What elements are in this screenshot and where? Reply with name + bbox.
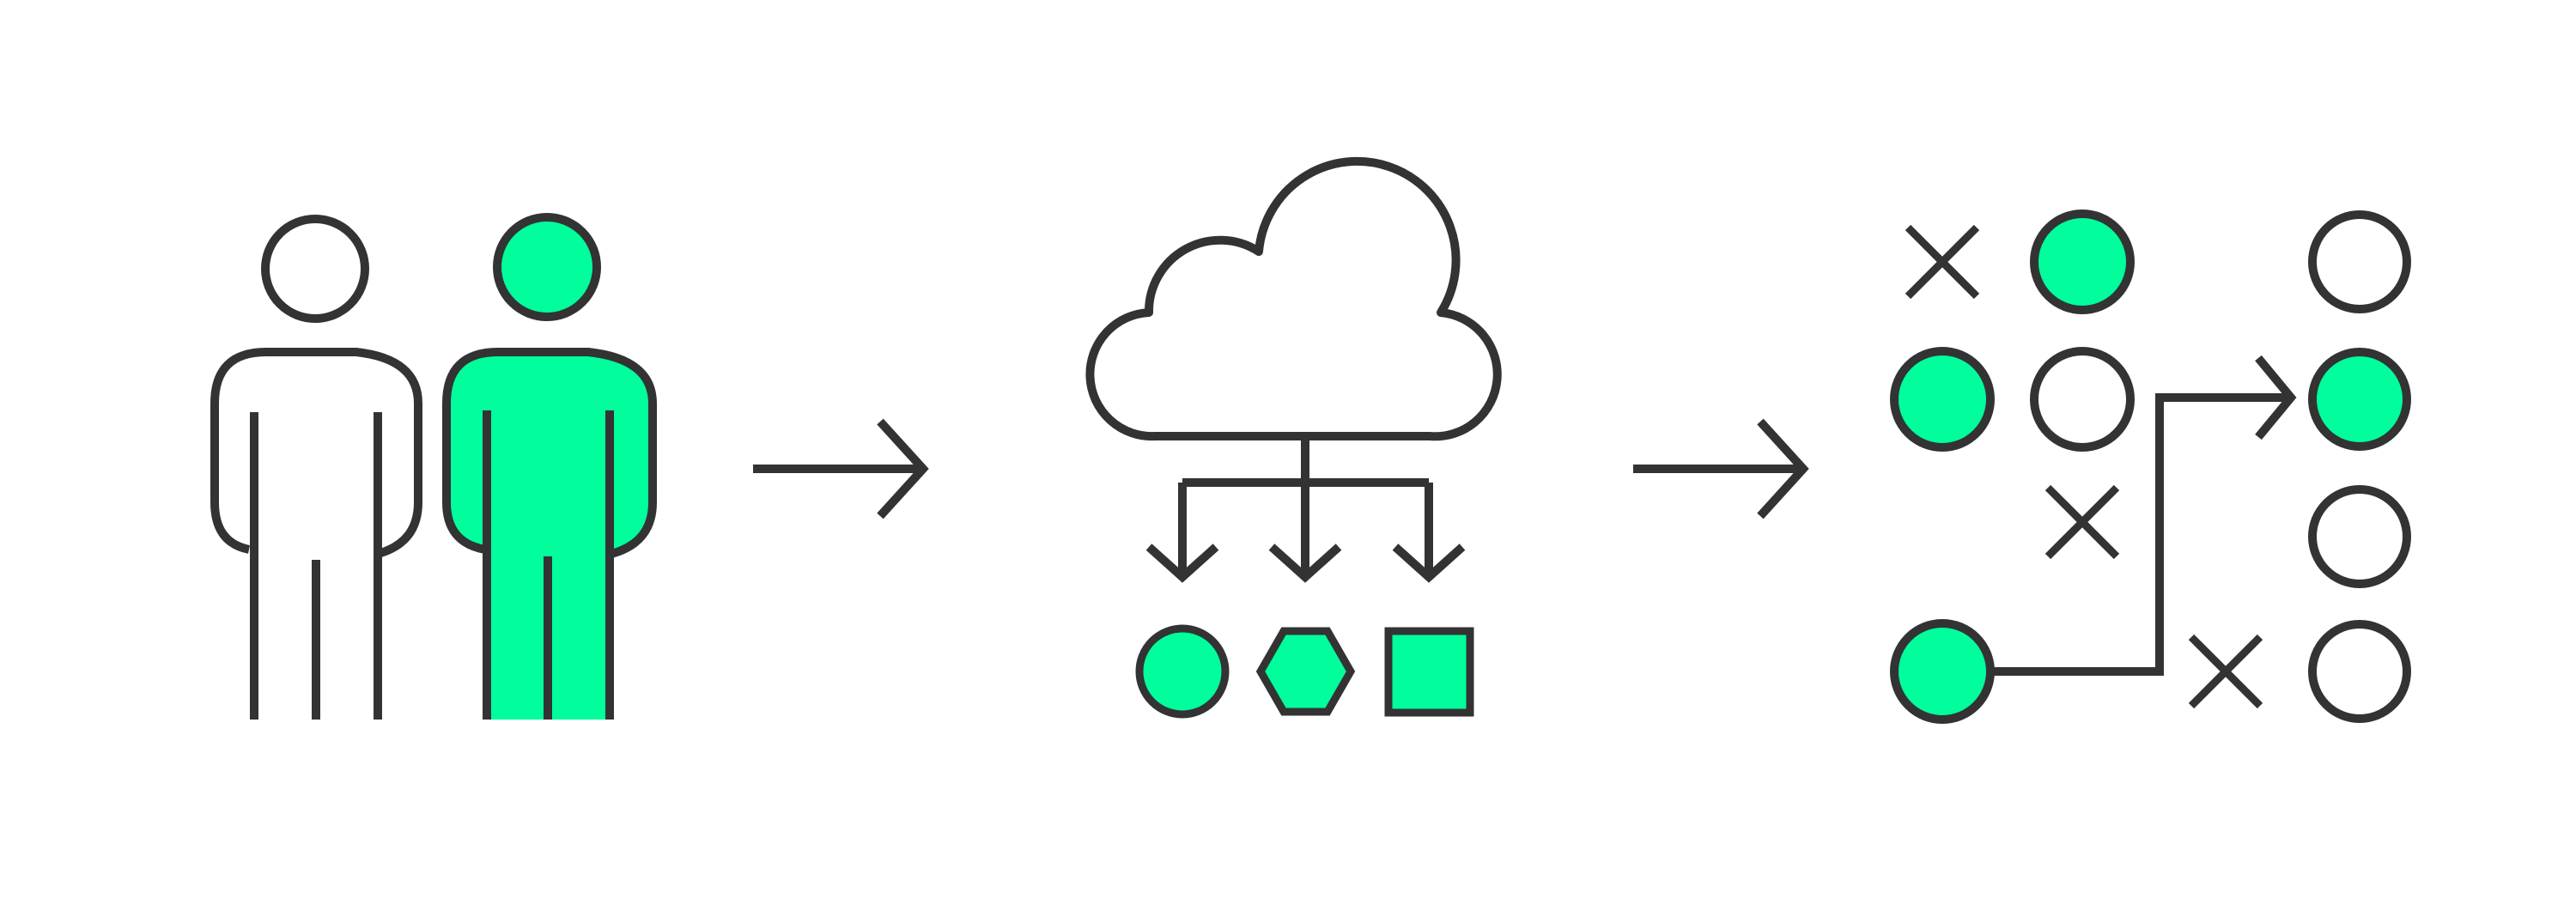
outline-circle-icon (2308, 620, 2411, 723)
branch-arrows-icon (1145, 436, 1466, 583)
cross-mark-icon (2044, 484, 2120, 560)
people-group (210, 213, 657, 720)
hexagon-output-icon (1255, 627, 1356, 716)
filled-circle-icon (1890, 347, 1995, 452)
selection-grid-group (1890, 210, 2411, 724)
outline-circle-icon (2308, 485, 2411, 588)
filled-circle-icon (1890, 619, 1995, 724)
person-filled-icon (442, 213, 657, 720)
square-output-icon (1384, 627, 1474, 717)
outline-circle-icon (2030, 347, 2135, 452)
cross-mark-icon (2188, 634, 2263, 709)
arrow-right-icon (753, 418, 929, 519)
outline-circle-icon (2308, 210, 2411, 313)
person-outline-icon (210, 215, 422, 720)
cloud-distribution-group (1085, 156, 1502, 719)
cloud-icon (1085, 156, 1502, 441)
filled-circle-icon (2030, 210, 2135, 314)
arrow-right-icon (1633, 418, 1809, 519)
cross-mark-icon (1905, 224, 1980, 300)
filled-circle-icon (2308, 348, 2411, 451)
routing-arrow-icon (1990, 355, 2297, 676)
circle-output-icon (1135, 624, 1230, 719)
